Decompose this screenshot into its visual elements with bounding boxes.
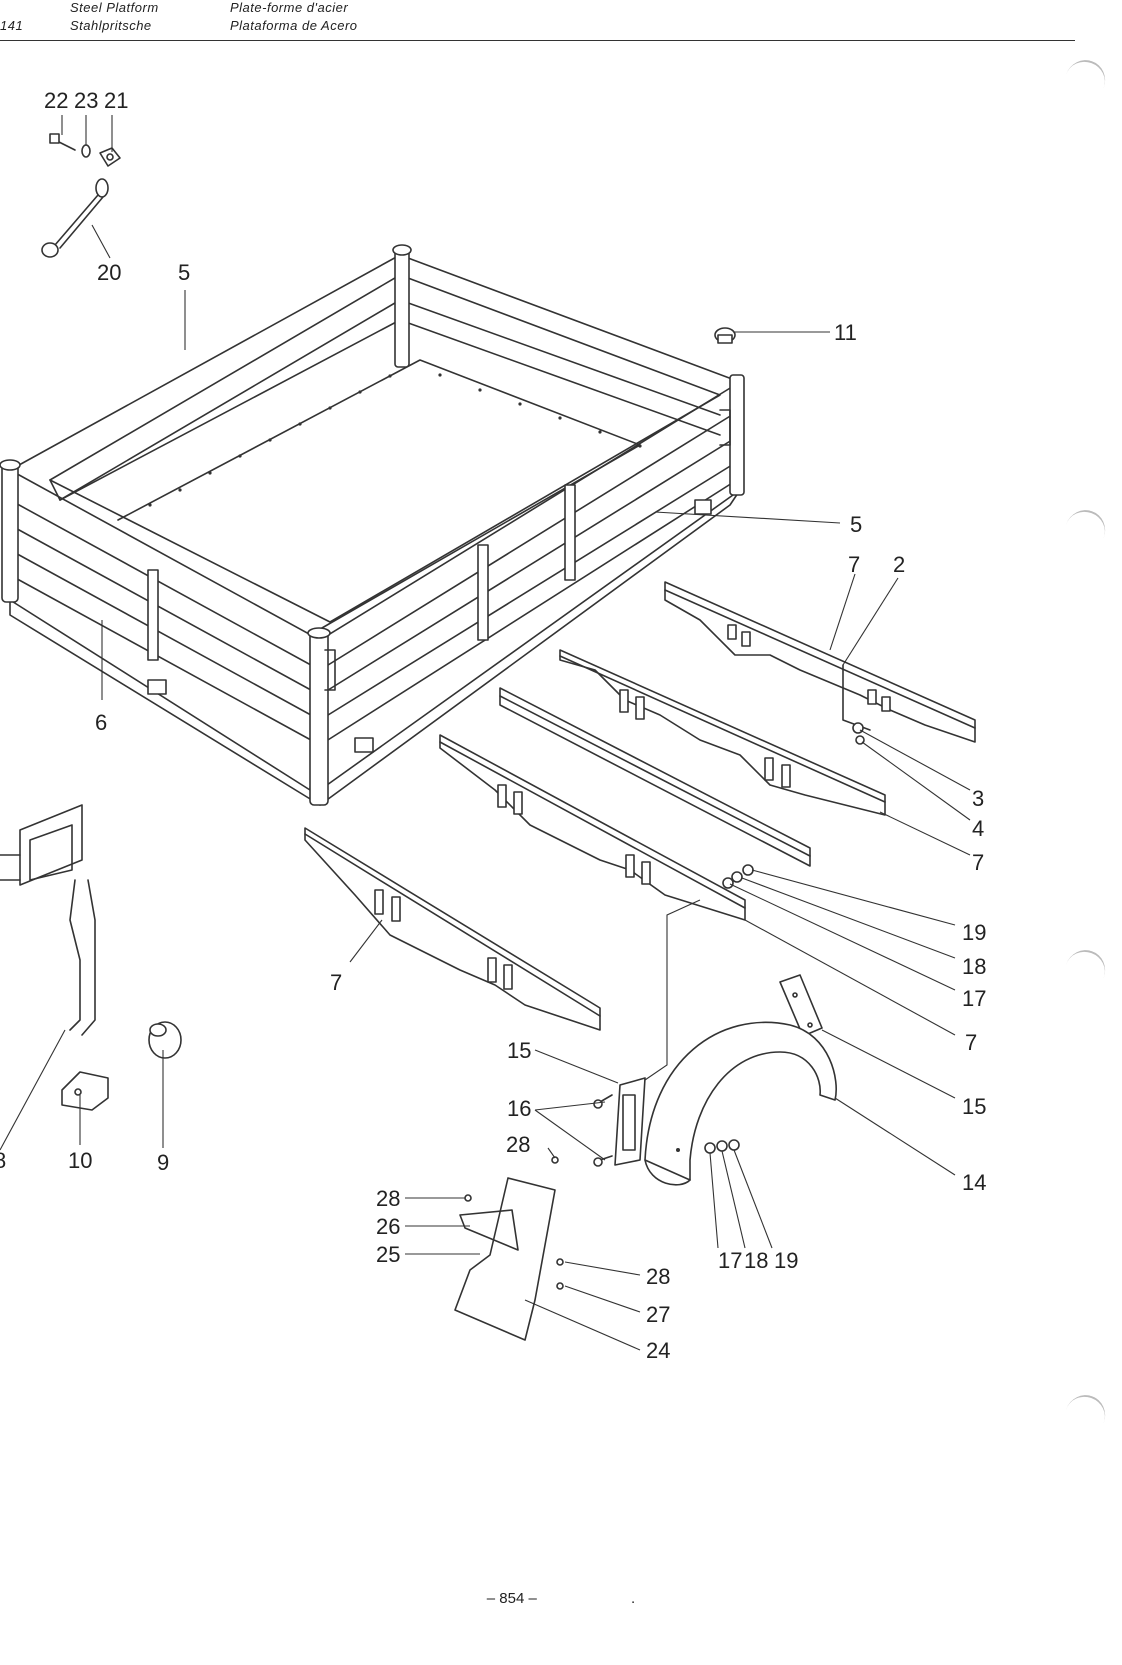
label-24: 24 — [646, 1338, 670, 1363]
label-4: 4 — [972, 816, 984, 841]
label-6: 6 — [95, 710, 107, 735]
label-3: 3 — [972, 786, 984, 811]
label-14: 14 — [962, 1170, 986, 1195]
label-7-top: 7 — [848, 552, 860, 577]
screws-part-16 — [593, 1094, 613, 1167]
header-title-fr: Plate-forme d'acier — [230, 0, 349, 15]
cross-member-3 — [439, 734, 746, 921]
label-28-top: 28 — [506, 1132, 530, 1157]
label-2: 2 — [893, 552, 905, 577]
label-15-left: 15 — [507, 1038, 531, 1063]
header-title-es: Plataforma de Acero — [230, 18, 358, 33]
label-8: 8 — [0, 1148, 6, 1173]
part-labels: 22 23 21 20 5 11 5 6 7 2 3 4 7 19 18 17 … — [0, 88, 986, 1363]
leader-lines — [0, 115, 971, 1351]
header-title-en: Steel Platform — [70, 0, 159, 15]
label-9: 9 — [157, 1150, 169, 1175]
header-title-de: Stahlpritsche — [70, 18, 152, 33]
label-15-right: 15 — [962, 1094, 986, 1119]
steel-platform-box — [0, 244, 745, 806]
label-11: 11 — [834, 320, 857, 345]
bracket-part-15-left — [614, 1077, 646, 1166]
label-7-left: 7 — [330, 970, 342, 995]
corner-cap-part-11 — [714, 327, 736, 344]
nut-washer-set-upper — [722, 722, 865, 889]
label-25: 25 — [376, 1242, 400, 1267]
header-code: 141 — [0, 18, 24, 33]
label-18-upper: 18 — [962, 954, 986, 979]
page-number: – 854 – . — [0, 1590, 1122, 1607]
header-rule — [0, 40, 1075, 41]
label-5-right: 5 — [850, 512, 862, 537]
longitudinal-rail — [499, 687, 811, 867]
bracket-part-15-right — [779, 974, 823, 1037]
label-17-lower: 17 — [718, 1248, 742, 1273]
cap-knob-part-9 — [148, 1021, 182, 1059]
page-number-text: – 854 – — [486, 1590, 537, 1607]
label-26: 26 — [376, 1214, 400, 1239]
label-10: 10 — [68, 1148, 92, 1173]
label-7-mid: 7 — [972, 850, 984, 875]
label-19-upper: 19 — [962, 920, 986, 945]
cross-member-rear — [664, 581, 976, 743]
label-18-lower: 18 — [744, 1248, 768, 1273]
label-21: 21 — [104, 88, 128, 113]
mud-flap-part-24 — [454, 1156, 564, 1341]
cross-member-front — [304, 827, 601, 1031]
label-16: 16 — [507, 1096, 531, 1121]
mudguard-part-14 — [644, 1021, 837, 1186]
bracket-part-10 — [61, 1071, 109, 1111]
mounting-bracket-part-8 — [0, 804, 96, 1036]
label-5-top: 5 — [178, 260, 190, 285]
label-28-left: 28 — [376, 1186, 400, 1211]
tension-strap-part-20 — [41, 178, 109, 258]
bolt-washer-eyelet-group — [49, 133, 121, 167]
label-7-low: 7 — [965, 1030, 977, 1055]
label-27: 27 — [646, 1302, 670, 1327]
label-19-lower: 19 — [774, 1248, 798, 1273]
cross-member-2 — [559, 649, 886, 816]
label-20: 20 — [97, 260, 121, 285]
footer-dot: . — [631, 1590, 636, 1607]
label-23: 23 — [74, 88, 98, 113]
label-17-upper: 17 — [962, 986, 986, 1011]
label-22: 22 — [44, 88, 68, 113]
label-28-right: 28 — [646, 1264, 670, 1289]
